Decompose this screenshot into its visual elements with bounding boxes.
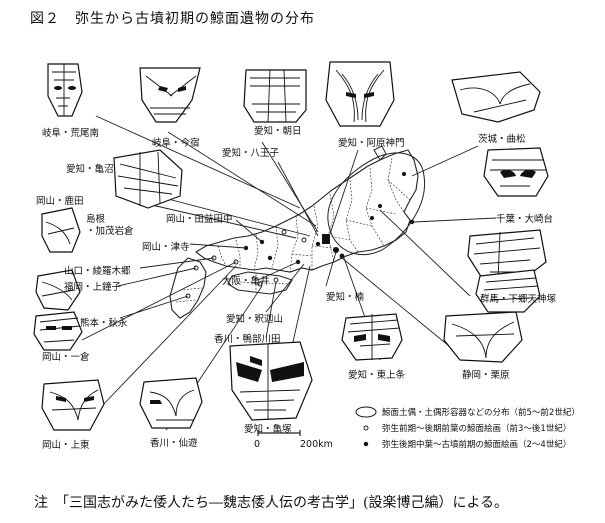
- site-aichi-kusunoki: 愛知・楠: [326, 291, 365, 303]
- distribution-ellipse: [327, 152, 426, 256]
- site-fukuoka-kamiharitsuka: 福岡・上鐘子: [64, 281, 122, 293]
- face-kagawa-senyu: [139, 377, 203, 429]
- site-aichi-kiyosu: 愛知・釈迦山: [226, 313, 283, 325]
- face-aichi-ahara: [325, 61, 395, 127]
- legend-item-filled-dot: 弥生後期中葉～古墳前期の鯨面絵画（2～4世紀）: [382, 439, 571, 450]
- shikoku-outline: [227, 271, 293, 295]
- site-okayama-tamasuda: 岡山・田益田中: [166, 213, 233, 225]
- face-okayama-joto: [41, 379, 105, 431]
- scale-bar: 0 200km: [254, 430, 333, 450]
- legend-item-open-dot: 弥生前期～後期前葉の鯨面絵画（前3～後1世紀）: [382, 423, 571, 434]
- site-yamaguchi-ayaragi: 山口・綾羅木郷: [64, 265, 131, 277]
- face-aichi-asahi: [243, 69, 307, 123]
- site-markers: [185, 172, 415, 299]
- site-okayama-joto: 岡山・上東: [42, 439, 90, 451]
- site-shimane-kamoiwakura: 島根・加茂岩倉: [86, 213, 134, 237]
- legend: 鯨面土偶・土偶形容器などの分布（前5～前2世紀） 弥生前期～後期前葉の鯨面絵画（…: [355, 406, 580, 450]
- site-gifu-arao: 岐阜・荒尾南: [42, 127, 99, 139]
- site-kagawa-kamoshimoda: 香川・鴨部川田: [214, 333, 281, 345]
- legend-ellipse-symbol: [355, 406, 377, 418]
- legend-item-ellipse: 鯨面土偶・土偶形容器などの分布（前5～前2世紀）: [382, 407, 580, 418]
- site-gifu-imajuku: 岐阜・今宿: [152, 137, 200, 149]
- distribution-diagram: 岐阜・荒尾南 岐阜・今宿 愛知・朝日 愛知・八王子 愛知・阿原神門 茨城・曲松 …: [33, 61, 580, 451]
- face-ibaraki-magarimatsu: [451, 71, 541, 123]
- site-gunma-shimoshinden: 群馬・下郷天神塚: [480, 293, 557, 305]
- face-fukuoka: [35, 269, 81, 311]
- face-gifu-imajuku: [139, 67, 201, 123]
- site-aichi-kamezuka: 愛知・亀塚: [244, 423, 292, 435]
- legend-open-dot-symbol: [363, 425, 369, 431]
- kyushu-outline: [169, 257, 207, 319]
- leader-lines: [81, 115, 497, 431]
- site-aichi-hachioji: 愛知・八王子: [222, 147, 280, 159]
- honshu-outline: [195, 149, 419, 273]
- site-aichi-higashikamijo: 愛知・東上条: [348, 369, 406, 381]
- prefecture-boundaries: [175, 157, 411, 303]
- face-aichi-kamezuka: [229, 341, 313, 421]
- site-aichi-kamenuma: 愛知・亀沼: [66, 163, 114, 175]
- face-okayama-shikata: [41, 207, 81, 253]
- face-gunma: [475, 269, 541, 313]
- site-chiba-osakidai: 千葉・大崎台: [496, 213, 553, 225]
- site-okayama-ichikura: 岡山・一倉: [42, 351, 90, 363]
- site-kagawa-senyu: 香川・仙遊: [150, 437, 198, 449]
- face-aichi-kamenuma: [113, 149, 183, 209]
- site-aichi-asahi: 愛知・朝日: [254, 125, 302, 137]
- site-ibaraki-magarimatsu: 茨城・曲松: [478, 133, 526, 145]
- site-labels: 岐阜・荒尾南 岐阜・今宿 愛知・朝日 愛知・八王子 愛知・阿原神門 茨城・曲松 …: [36, 125, 557, 451]
- face-drawings: [33, 61, 549, 431]
- site-okayama-tsudera: 岡山・津寺: [142, 242, 190, 253]
- scale-end: 200km: [300, 439, 333, 450]
- legend-filled-dot-symbol: [363, 441, 369, 447]
- figure-title: 図２ 弥生から古墳初期の鯨面遺物の分布: [30, 11, 315, 27]
- figure-note: 注 「三国志がみた倭人たち―魏志倭人伝の考古学」(設楽博己編）による。: [34, 495, 509, 511]
- japan-map: [169, 145, 426, 319]
- scale-start: 0: [254, 439, 260, 450]
- face-ibaraki-east: [483, 147, 549, 197]
- site-shizuoka-kuribara: 静岡・栗原: [462, 369, 510, 381]
- face-gifu-arao: [47, 63, 83, 117]
- site-okayama-shikata: 岡山・鹿田: [36, 195, 84, 207]
- face-aichi-higashikamijo: [341, 313, 403, 361]
- face-shizuoka-kuribara: [443, 311, 523, 363]
- site-kumamoto-akinaga: 熊本・秋永: [80, 317, 128, 329]
- face-okayama-ichikura: [33, 311, 83, 351]
- site-aichi-ahara: 愛知・阿原神門: [338, 137, 405, 149]
- site-osaka-kamei: 大阪・亀井: [222, 275, 270, 287]
